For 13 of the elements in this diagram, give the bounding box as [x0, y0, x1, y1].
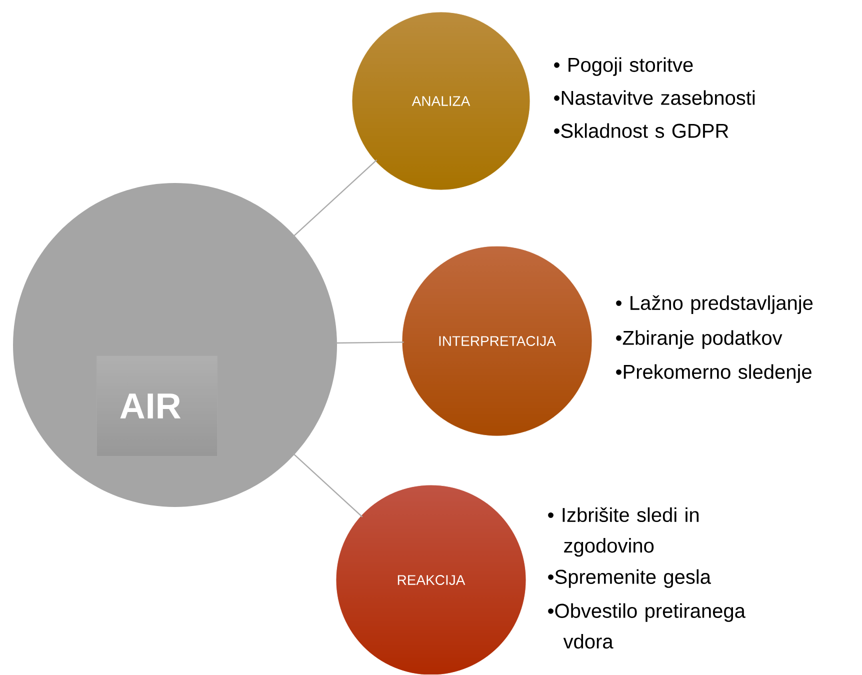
title-box: AIR — [96, 355, 218, 457]
bullet-item: • Lažno predstavljanje — [616, 295, 813, 314]
bullet-item: • Pogoji storitve — [554, 57, 693, 76]
bullet-item: •Nastavitve zasebnosti — [554, 90, 755, 105]
bullet-item: •Spremenite gesla — [548, 569, 711, 588]
connector-line — [292, 160, 378, 238]
bullet-item: • Izbrišite sledi in zgodovino — [548, 507, 699, 557]
connector-line — [335, 342, 404, 344]
connector-line — [292, 452, 363, 518]
bullet-item: •Skladnost s GDPR — [554, 123, 728, 138]
bullet-item: •Zbiranje podatkov — [616, 330, 782, 349]
bullet-item: •Obvestilo pretiranega vdora — [548, 603, 746, 649]
bullet-item: •Prekomerno sledenje — [616, 364, 812, 383]
